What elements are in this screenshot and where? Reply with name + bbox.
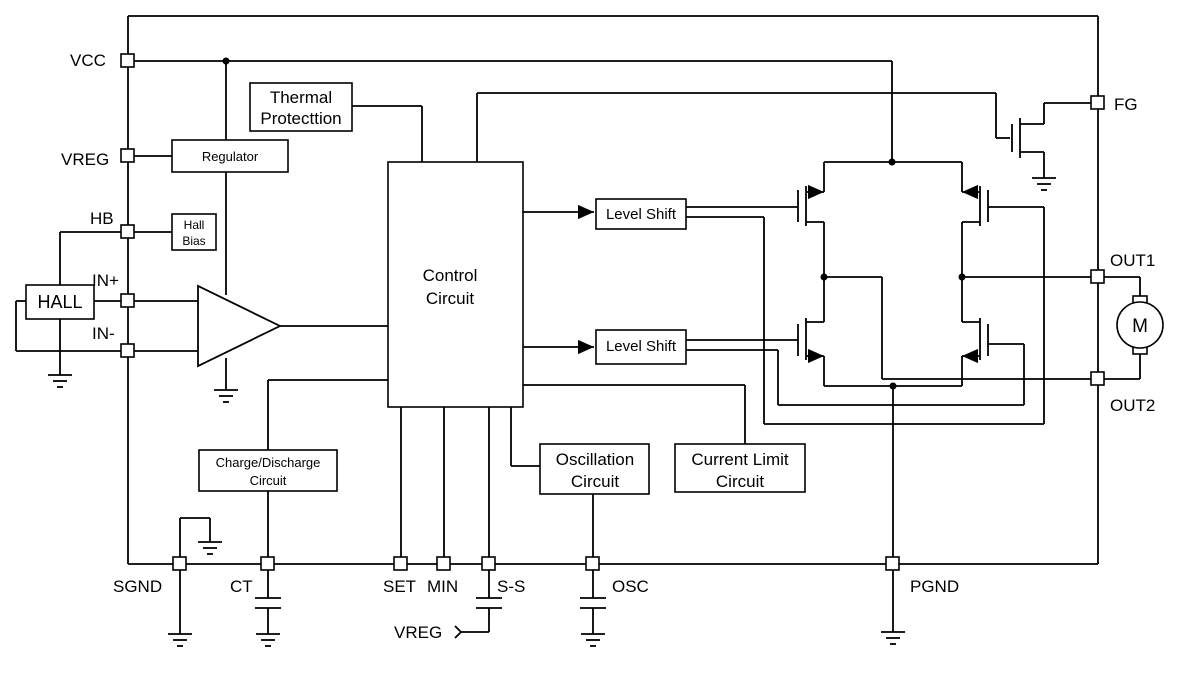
pin-set [393,556,408,571]
regulator-label: Regulator [202,149,259,164]
wires [15,60,1141,639]
level-shift-bottom-label: Level Shift [606,338,677,355]
current-limit-line1: Current Limit [691,450,789,469]
pin-sgnd [172,556,187,571]
comparator [197,284,283,368]
hall-label: HALL [37,292,82,312]
pins [120,53,1105,571]
oscillation-line1: Oscillation [556,450,634,469]
pin-label-vreg-input: VREG [394,623,442,642]
charge-discharge-block: Charge/Discharge Circuit [198,449,338,492]
level-shift-top-label: Level Shift [606,206,677,223]
ground-symbol [214,389,238,403]
oscillation-circuit-block: Oscillation Circuit [539,443,650,495]
junction-dots [222,57,966,390]
thermal-label-line2: Protecttion [260,109,341,128]
hall-bias-block: Hall Bias [171,213,217,251]
pin-label-vreg: VREG [61,150,109,169]
hall-bias-line2: Bias [182,234,205,248]
current-limit-block: Current Limit Circuit [674,443,806,493]
ground-symbol [168,633,192,647]
ground-symbol [1032,177,1056,191]
pin-label-in-minus: IN- [92,324,115,343]
pin-label-hb: HB [90,209,114,228]
pin-ct [260,556,275,571]
pin-in-minus [120,343,135,358]
pin-out1 [1090,269,1105,284]
level-shift-top-block: Level Shift [595,198,687,230]
motor: M [1116,295,1164,355]
pin-label-sgnd: SGND [113,577,162,596]
current-limit-line2: Circuit [716,472,764,491]
pin-vreg [120,148,135,163]
thermal-label-line1: Thermal [270,88,332,107]
level-shift-bottom-block: Level Shift [595,329,687,365]
thermal-protection-block: Thermal Protecttion [249,82,353,132]
control-line1: Control [423,266,478,285]
charge-discharge-line1: Charge/Discharge [216,455,321,470]
pin-label-out1: OUT1 [1110,251,1155,270]
pin-out2 [1090,371,1105,386]
pin-label-min: MIN [427,577,458,596]
pin-ss [481,556,496,571]
pin-label-osc: OSC [612,577,649,596]
pin-hb [120,224,135,239]
pin-label-vcc: VCC [70,51,106,70]
pin-label-in-plus: IN+ [92,271,119,290]
pin-labels: VCC VREG HB IN+ IN- FG OUT1 OUT2 SGND CT… [61,51,1155,642]
pin-fg [1090,95,1105,110]
pin-label-ct: CT [230,577,253,596]
hall-bias-line1: Hall [184,218,205,232]
charge-discharge-line2: Circuit [250,473,287,488]
pin-osc [585,556,600,571]
pin-label-set: SET [383,577,416,596]
ground-symbol [256,633,280,647]
ground-symbol [881,631,905,645]
pin-min [436,556,451,571]
pin-label-out2: OUT2 [1110,396,1155,415]
pin-label-ss: S-S [497,577,525,596]
pin-vcc [120,53,135,68]
pin-pgnd [885,556,900,571]
ground-symbol [48,374,72,388]
pin-label-fg: FG [1114,95,1138,114]
regulator-block: Regulator [171,139,289,173]
motor-label: M [1132,316,1148,337]
pin-label-pgnd: PGND [910,577,959,596]
hall-sensor-block: HALL [25,284,95,320]
control-circuit-block: Control Circuit [387,161,524,408]
ground-symbol [581,633,605,647]
oscillation-line2: Circuit [571,472,619,491]
pin-in-plus [120,293,135,308]
ground-symbol [198,541,222,555]
control-line2: Circuit [426,289,474,308]
